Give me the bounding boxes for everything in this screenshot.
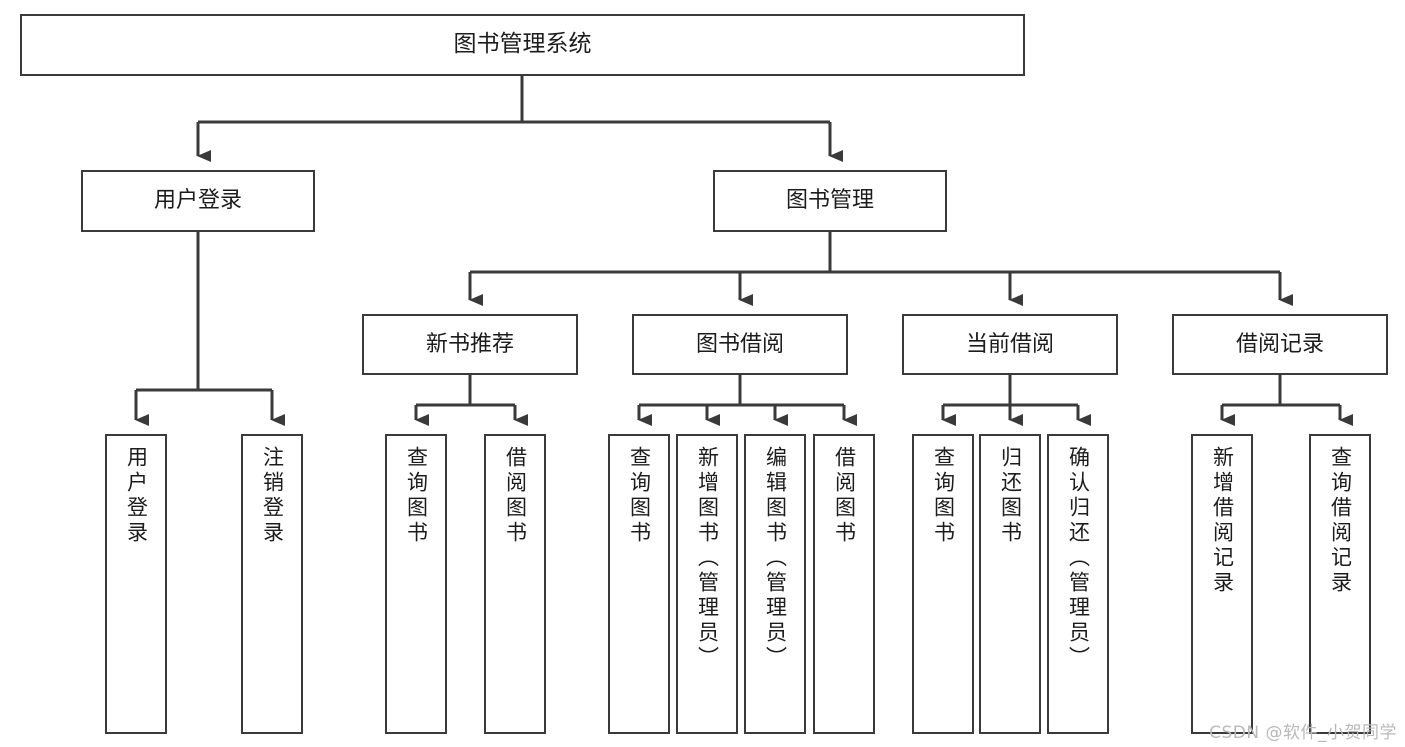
node-leaf-query-book-current[interactable]: 查询图书: [912, 434, 974, 734]
node-leaf-query-borrow-record[interactable]: 查询借阅记录: [1309, 434, 1371, 734]
node-book-management[interactable]: 图书管理: [713, 170, 947, 232]
node-label: 新增借阅记录: [1210, 446, 1235, 596]
node-label: 归还图书: [998, 446, 1023, 546]
node-leaf-borrow-book[interactable]: 借阅图书: [813, 434, 875, 734]
node-label: 确认归还（管理员）: [1066, 446, 1091, 671]
node-label: 查询图书: [931, 446, 956, 546]
node-label: 当前借阅: [965, 331, 1054, 357]
node-label: 借阅图书: [503, 446, 528, 546]
node-user-login[interactable]: 用户登录: [81, 170, 315, 232]
node-label: 查询图书: [627, 446, 652, 546]
node-leaf-logout[interactable]: 注销登录: [241, 434, 303, 734]
node-leaf-query-book-borrow[interactable]: 查询图书: [608, 434, 670, 734]
node-book-borrow[interactable]: 图书借阅: [632, 314, 848, 375]
node-label: 新书推荐: [425, 331, 514, 357]
node-current-borrow[interactable]: 当前借阅: [902, 314, 1118, 375]
node-label: 用户登录: [124, 446, 149, 546]
node-label: 编辑图书（管理员）: [763, 446, 788, 671]
node-leaf-add-book-admin[interactable]: 新增图书（管理员）: [676, 434, 738, 734]
node-leaf-return-book[interactable]: 归还图书: [979, 434, 1041, 734]
node-label: 注销登录: [260, 446, 285, 546]
node-leaf-user-login[interactable]: 用户登录: [105, 434, 167, 734]
node-new-book-recommend[interactable]: 新书推荐: [362, 314, 578, 375]
node-root-system[interactable]: 图书管理系统: [20, 14, 1025, 76]
node-label: 图书管理系统: [453, 31, 592, 58]
node-leaf-confirm-return-admin[interactable]: 确认归还（管理员）: [1047, 434, 1109, 734]
node-label: 查询借阅记录: [1328, 446, 1353, 596]
node-label: 查询图书: [404, 446, 429, 546]
node-label: 借阅图书: [832, 446, 857, 546]
node-leaf-edit-book-admin[interactable]: 编辑图书（管理员）: [744, 434, 806, 734]
csdn-watermark: CSDN @软件_小贺同学: [1209, 723, 1397, 743]
node-leaf-add-borrow-record[interactable]: 新增借阅记录: [1191, 434, 1253, 734]
node-leaf-borrow-book-recommend[interactable]: 借阅图书: [484, 434, 546, 734]
node-borrow-record[interactable]: 借阅记录: [1172, 314, 1388, 375]
node-label: 借阅记录: [1235, 331, 1324, 357]
node-label: 图书管理: [785, 188, 874, 214]
node-leaf-query-book-recommend[interactable]: 查询图书: [385, 434, 447, 734]
node-label: 新增图书（管理员）: [695, 446, 720, 671]
node-label: 图书借阅: [695, 331, 784, 357]
node-label: 用户登录: [153, 188, 242, 214]
